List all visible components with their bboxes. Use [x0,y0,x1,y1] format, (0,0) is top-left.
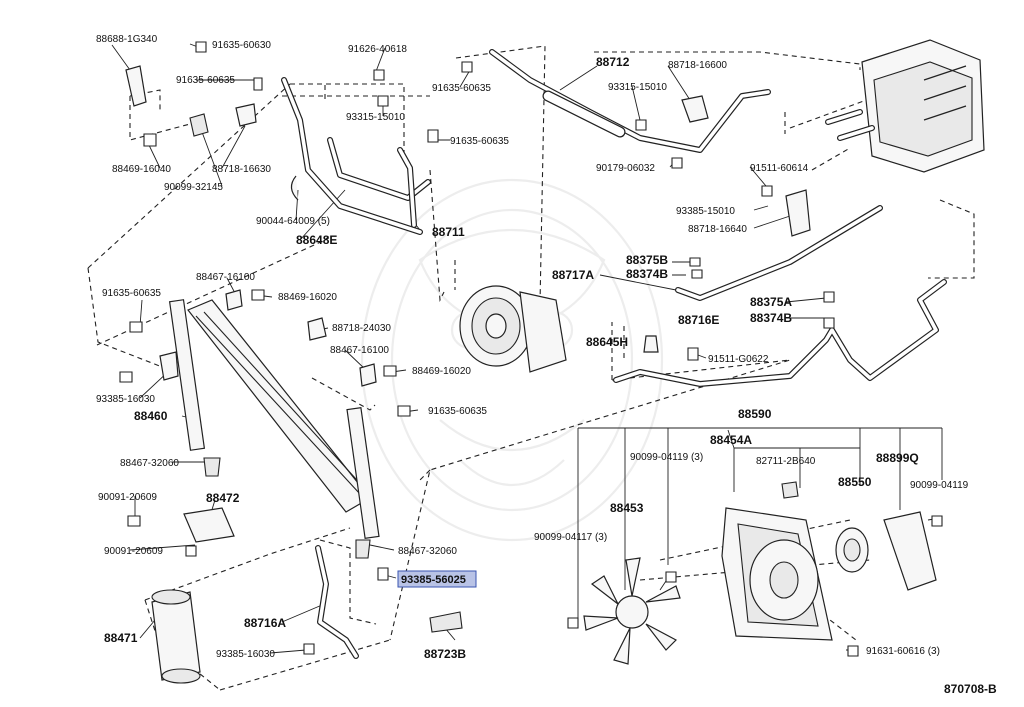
label-93315-15010[interactable]: 93315-15010 [346,112,405,123]
label-90099-04117[interactable]: 90099-04117 (3) [534,532,607,543]
label-93385-15010[interactable]: 93385-15010 [676,206,735,217]
label-88717A[interactable]: 88717A [552,268,594,282]
label-88460[interactable]: 88460 [134,409,168,423]
label-88648E[interactable]: 88648E [296,233,337,247]
label-91635-60635-e[interactable]: 91635-60635 [428,406,487,417]
label-91511-G0622[interactable]: 91511-G0622 [708,354,769,365]
label-90091-20609-a[interactable]: 90091-20609 [98,492,157,503]
reference-code: 870708-B [944,682,997,696]
label-88899Q[interactable]: 88899Q [876,451,919,465]
label-91635-60630[interactable]: 91635-60630 [212,40,271,51]
label-88718-16630[interactable]: 88718-16630 [212,164,271,175]
fan-assembly-88590 [567,481,943,665]
label-88453[interactable]: 88453 [610,501,644,515]
label-93385-16030-a[interactable]: 93385-16030 [96,394,155,405]
label-90099-32145[interactable]: 90099-32145 [164,182,223,193]
label-88718-16640[interactable]: 88718-16640 [688,224,747,235]
label-88718-24030[interactable]: 88718-24030 [332,323,391,334]
label-82711-2B640[interactable]: 82711-2B640 [756,456,816,467]
label-93315-15010-b[interactable]: 93315-15010 [608,82,667,93]
label-88467-32060-a[interactable]: 88467-32060 [120,458,179,469]
label-88716E[interactable]: 88716E [678,313,719,327]
label-91635-60635-c[interactable]: 91635-60635 [432,83,491,94]
pipes [281,49,947,659]
condenser-88460 [168,299,380,540]
label-93385-56025[interactable]: 93385-56025 [401,574,466,586]
evaporator-unit [825,39,985,173]
label-88471[interactable]: 88471 [104,631,138,645]
label-91631-60616[interactable]: 91631-60616 (3) [866,646,940,657]
label-88718-16600[interactable]: 88718-16600 [668,60,727,71]
label-88712[interactable]: 88712 [596,55,630,69]
label-91635-60635-b[interactable]: 91635-60635 [450,136,509,147]
label-90179-06032[interactable]: 90179-06032 [596,163,655,174]
label-91635-60635-d[interactable]: 91635-60635 [102,288,161,299]
label-88375B[interactable]: 88375B [626,253,668,267]
label-88590[interactable]: 88590 [738,407,772,421]
label-91511-60614[interactable]: 91511-60614 [750,163,809,174]
label-88716A[interactable]: 88716A [244,616,286,630]
watermark-seal [360,178,664,542]
hardware [119,41,835,655]
compressor-unit [459,285,567,373]
label-88467-16100-b[interactable]: 88467-16100 [330,345,389,356]
label-91635-60635[interactable]: 91635-60635 [176,75,235,86]
label-88688-1G340[interactable]: 88688-1G340 [96,34,158,45]
labels: 88688-1G340 91635-60630 91626-40618 9163… [96,34,997,696]
label-88467-16100-a[interactable]: 88467-16100 [196,272,255,283]
label-90044-64009[interactable]: 90044-64009 (5) [256,216,330,227]
label-90099-04119-b[interactable]: 90099-04119 [910,480,969,491]
highlight-box [397,570,477,588]
label-88374B[interactable]: 88374B [626,267,668,281]
label-88374B-b[interactable]: 88374B [750,311,792,325]
label-88467-32060-b[interactable]: 88467-32060 [398,546,457,557]
label-88711[interactable]: 88711 [432,225,465,239]
label-88375A[interactable]: 88375A [750,295,792,309]
receiver-drier-88471 [151,589,201,684]
label-91626-40618[interactable]: 91626-40618 [348,44,407,55]
label-88472[interactable]: 88472 [206,491,240,505]
label-88550[interactable]: 88550 [838,475,872,489]
label-88469-16020-b[interactable]: 88469-16020 [412,366,471,377]
label-88469-16020-a[interactable]: 88469-16020 [278,292,337,303]
label-88469-16040[interactable]: 88469-16040 [112,164,171,175]
label-93385-16030-b[interactable]: 93385-16030 [216,649,275,660]
label-88645H[interactable]: 88645H [586,335,628,349]
label-88723B[interactable]: 88723B [424,647,466,661]
label-90099-04119-a[interactable]: 90099-04119 (3) [630,452,703,463]
label-88454A[interactable]: 88454A [710,433,752,447]
label-90091-20609-b[interactable]: 90091-20609 [104,546,163,557]
